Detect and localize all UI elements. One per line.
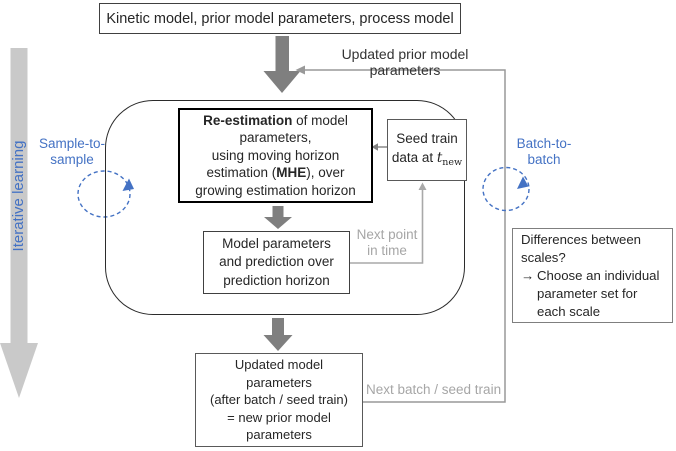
reestimation-line4: estimation (MHE), over [206,165,345,181]
batch-loop-circle [482,166,530,212]
differences-box: Differences between scales? → Choose an … [512,228,673,323]
iterative-learning-arrow-head [0,343,38,398]
time-variable: t [436,149,443,166]
flow-arrow-mid-head [264,217,292,229]
flow-arrow-bottom-head [263,335,293,351]
sample-to-sample-label: Sample-to- sample [38,136,106,167]
reestimation-line1: Re-estimation of model [203,112,348,128]
inner-loop-container [105,100,465,315]
differences-question: Differences between scales? [521,231,641,265]
seed-train-box: Seed train data at tnew [387,119,467,181]
next-point-label: Next point in time [356,227,418,258]
next-point-arrowhead [418,182,427,190]
flow-arrow-top-head [263,71,301,93]
updated-parameters-line: parameters [246,374,312,390]
right-arrow-glyph: → [521,267,535,283]
reestimation-line2: parameters, [239,130,312,146]
updated-prior-label: Updated prior model parameters [341,46,469,78]
sample-loop-arrowhead [122,178,134,191]
model-parameters-line: prediction horizon [223,272,330,288]
differences-answer: → Choose an individual parameter set for… [521,267,664,321]
feedback-loop-arrowhead [295,65,305,75]
kinetic-model-text: Kinetic model, prior model parameters, p… [106,10,454,27]
feedback-loop-line [305,69,506,403]
reestimation-line3: using moving horizon [211,147,340,163]
updated-parameters-box: Updated model parameters (after batch / … [195,353,363,447]
reestimation-line5: growing estimation horizon [195,182,356,198]
flow-arrow-bottom-body [272,318,284,336]
time-variable-subscript: new [442,156,463,168]
seed-train-line1: Seed train [396,130,458,146]
next-batch-label: Next batch / seed train [366,382,502,397]
flow-arrow-mid-body [272,206,284,218]
next-point-line [350,190,424,264]
model-parameters-line: Model parameters [222,235,331,251]
seed-train-line2: data at tnew [391,149,463,168]
seed-to-reestimation-arrowhead [371,143,378,151]
flow-arrow-top-body [275,36,289,72]
iterative-learning-label: Iterative learning [10,140,27,252]
differences-answer-text: Choose an individual parameter set for e… [537,267,660,319]
updated-parameters-line: (after batch / seed train) [209,392,348,408]
sample-loop-circle [77,170,131,218]
reestimation-box: Re-estimation of model parameters, using… [178,108,373,203]
batch-to-batch-label: Batch-to- batch [516,136,572,167]
iterative-learning-arrow-body [10,48,28,344]
updated-parameters-line: Updated model [234,357,324,373]
model-parameters-line: and prediction over [219,254,334,270]
updated-parameters-line: = new prior model [227,409,331,425]
batch-loop-arrowhead [517,176,529,189]
updated-parameters-line: parameters [246,427,312,443]
model-parameters-box: Model parameters and prediction over pre… [203,231,350,294]
kinetic-model-box: Kinetic model, prior model parameters, p… [99,3,461,34]
